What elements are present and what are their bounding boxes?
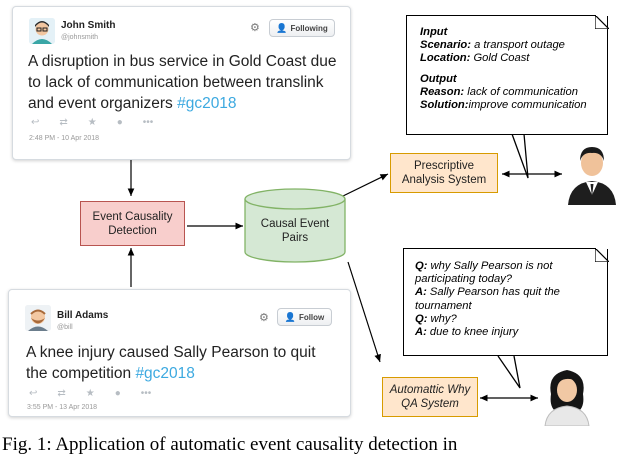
- tweet-text: A disruption in bus service in Gold Coas…: [28, 51, 338, 114]
- arrow-pairs-to-prescriptive: [342, 173, 389, 197]
- more-icon[interactable]: •••: [142, 117, 154, 128]
- note-bottom-tail: [497, 355, 521, 389]
- note-fold-icon: [594, 247, 609, 262]
- tweet-actions: ↩ ⇄ ★ ● •••: [29, 388, 151, 399]
- reason-value: lack of communication: [464, 85, 578, 98]
- a1-label: A:: [415, 286, 427, 299]
- star-icon[interactable]: ★: [87, 117, 97, 128]
- hashtag-link[interactable]: #gc2018: [177, 95, 237, 112]
- gear-icon[interactable]: ⚙: [259, 312, 269, 324]
- user-handle[interactable]: @bill: [57, 324, 73, 331]
- event-causality-detection-box: Event Causality Detection: [80, 201, 185, 246]
- avatar[interactable]: [29, 18, 55, 44]
- follow-button[interactable]: 👤Follow: [277, 308, 332, 326]
- figure-caption: Fig. 1: Application of automatic event c…: [2, 434, 458, 455]
- arrow-pairs-to-qa: [347, 261, 381, 363]
- reply-icon[interactable]: ↩: [29, 388, 38, 399]
- retweet-icon[interactable]: ⇄: [59, 117, 68, 128]
- scenario-label: Scenario:: [420, 39, 471, 52]
- location-label: Location:: [420, 52, 471, 65]
- person-add-icon: 👤: [284, 311, 296, 322]
- user-icon[interactable]: ●: [114, 388, 121, 399]
- location-value: Gold Coast: [470, 52, 530, 65]
- note-fold-icon: [594, 14, 609, 29]
- reason-label: Reason:: [420, 85, 465, 98]
- user-icon[interactable]: ●: [116, 117, 123, 128]
- prescriptive-analysis-box: Prescriptive Analysis System: [390, 153, 498, 193]
- q2-label: Q:: [415, 312, 428, 325]
- tweet-body: A knee injury caused Sally Pearson to qu…: [26, 344, 316, 382]
- event-causality-label: Event Causality Detection: [92, 210, 173, 237]
- hashtag-link[interactable]: #gc2018: [135, 365, 195, 382]
- following-button[interactable]: 👤Following: [269, 19, 335, 37]
- reply-icon[interactable]: ↩: [31, 117, 40, 128]
- prescriptive-label: Prescriptive Analysis System: [401, 160, 487, 186]
- qa-example-note: Q: why Sally Pearson is not participatin…: [403, 247, 609, 356]
- tweet-body: A disruption in bus service in Gold Coas…: [28, 53, 337, 112]
- tweet-timestamp[interactable]: 2:48 PM - 10 Apr 2018: [29, 135, 100, 142]
- causal-pairs-label-box: Causal Event Pairs: [250, 214, 340, 248]
- q1-text: why Sally Pearson is not participating t…: [415, 260, 553, 286]
- star-icon[interactable]: ★: [85, 388, 95, 399]
- q2-text: why?: [427, 312, 457, 325]
- scenario-value: a transport outage: [470, 39, 565, 52]
- a2-label: A:: [415, 326, 427, 339]
- gear-icon[interactable]: ⚙: [250, 22, 260, 34]
- follow-label: Following: [290, 23, 328, 33]
- a2-text: due to knee injury: [426, 326, 519, 339]
- user-name[interactable]: Bill Adams: [57, 310, 109, 321]
- prescriptive-example-note: Input Scenario: a transport outage Locat…: [406, 14, 609, 135]
- tweet-text: A knee injury caused Sally Pearson to qu…: [26, 342, 338, 384]
- user-handle[interactable]: @johnsmith: [61, 34, 99, 41]
- solution-label: Solution:: [420, 99, 469, 112]
- woman-user-icon: [544, 370, 590, 426]
- output-heading: Output: [420, 72, 457, 85]
- more-icon[interactable]: •••: [140, 388, 152, 399]
- tweet-timestamp[interactable]: 3:55 PM - 13 Apr 2018: [27, 404, 98, 411]
- retweet-icon[interactable]: ⇄: [57, 388, 66, 399]
- why-qa-system-box: Automattic Why QA System: [382, 377, 478, 417]
- note-top-tail: [511, 133, 529, 179]
- businessman-icon: [568, 147, 616, 205]
- input-heading: Input: [420, 26, 448, 38]
- causal-pairs-cylinder: [244, 188, 346, 263]
- why-qa-label: Automattic Why QA System: [389, 384, 471, 410]
- causal-pairs-label: Causal Event Pairs: [260, 218, 330, 244]
- solution-value: improve communication: [468, 99, 587, 112]
- a1-text: Sally Pearson has quit the tournament: [415, 286, 560, 312]
- avatar[interactable]: [25, 305, 51, 331]
- q1-label: Q:: [415, 260, 428, 272]
- person-add-icon: 👤: [276, 22, 288, 33]
- follow-label: Follow: [298, 312, 325, 322]
- tweet-card-2: Bill Adams @bill ⚙ 👤Follow A knee injury…: [8, 289, 351, 417]
- tweet-actions: ↩ ⇄ ★ ● •••: [31, 117, 153, 128]
- tweet-card-1: John Smith @johnsmith ⚙ 👤Following A dis…: [12, 6, 351, 160]
- user-name[interactable]: John Smith: [61, 20, 116, 31]
